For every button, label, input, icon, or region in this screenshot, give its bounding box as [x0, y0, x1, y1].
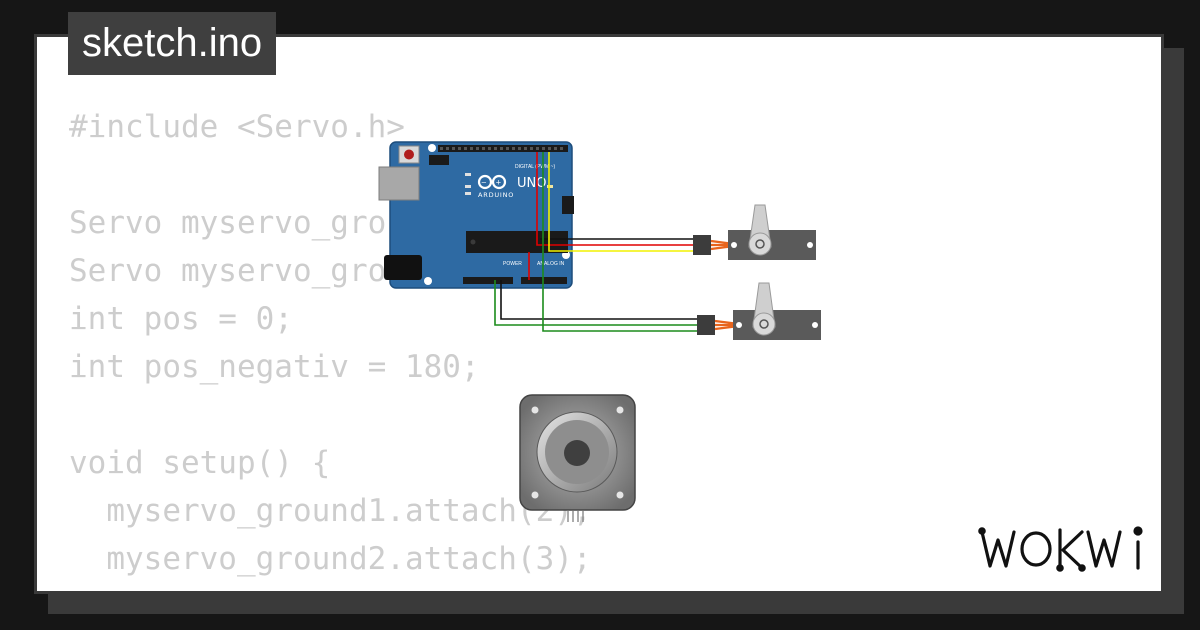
svg-text:−: − — [481, 179, 487, 187]
usb-port — [378, 166, 420, 201]
icsp-header — [429, 155, 449, 165]
wire-servo1-signal[interactable] — [548, 152, 695, 252]
analog-pin-header — [521, 277, 567, 284]
arduino-uno-board[interactable]: DIGITAL (PWM ~) − + UNO ARDUINO POWER AN… — [378, 141, 574, 289]
led-rx — [465, 192, 471, 195]
servo-body — [733, 310, 821, 340]
wires — [494, 152, 699, 332]
mounting-hole — [428, 144, 436, 152]
code-line: Servo myservo_gro — [69, 253, 387, 289]
servo-motor-2[interactable] — [697, 282, 821, 340]
stepper-motor[interactable] — [519, 394, 636, 522]
code-line: void setup() { — [69, 445, 331, 481]
servo-motor-1[interactable] — [693, 204, 816, 260]
wire-servo2-signal[interactable] — [542, 152, 699, 332]
wire-servo1-vcc[interactable] — [536, 152, 695, 246]
code-line: myservo_ground2.attach(3); — [69, 541, 592, 577]
svg-text:+: + — [496, 179, 502, 187]
wokwi-logo — [978, 526, 1143, 572]
board-model-label: UNO — [517, 176, 546, 191]
power-jack — [384, 255, 422, 280]
led-tx — [465, 185, 471, 188]
stepper-shaft — [564, 440, 590, 466]
mounting-hole — [424, 277, 432, 285]
file-tab[interactable]: sketch.ino — [68, 12, 277, 75]
servo-connector — [693, 235, 711, 255]
code-line: int pos_negativ = 180; — [69, 349, 480, 385]
digital-header-label: DIGITAL (PWM ~) — [515, 164, 555, 170]
analog-label: ANALOG IN — [537, 261, 565, 267]
icsp2-header — [562, 196, 574, 214]
stepper-pins — [567, 511, 584, 522]
led-on — [547, 185, 553, 188]
atmega-chip — [466, 231, 568, 253]
power-label: POWER — [503, 261, 522, 267]
code-line: Servo myservo_gro — [69, 205, 387, 241]
power-pin-header — [463, 277, 513, 284]
code-line: int pos = 0; — [69, 301, 293, 337]
reset-button-cap — [404, 149, 414, 160]
led-l — [465, 173, 471, 176]
servo-body — [728, 230, 816, 260]
wire-servo2-gnd[interactable] — [500, 280, 699, 320]
servo-connector — [697, 315, 715, 335]
board-brand-label: ARDUINO — [478, 191, 514, 199]
code-line: myservo_ground1.attach(2); — [69, 493, 592, 529]
code-line: #include <Servo.h> — [69, 109, 405, 145]
wire-servo2-vcc[interactable] — [494, 280, 699, 326]
arduino-logo-icon: − + — [477, 174, 507, 190]
